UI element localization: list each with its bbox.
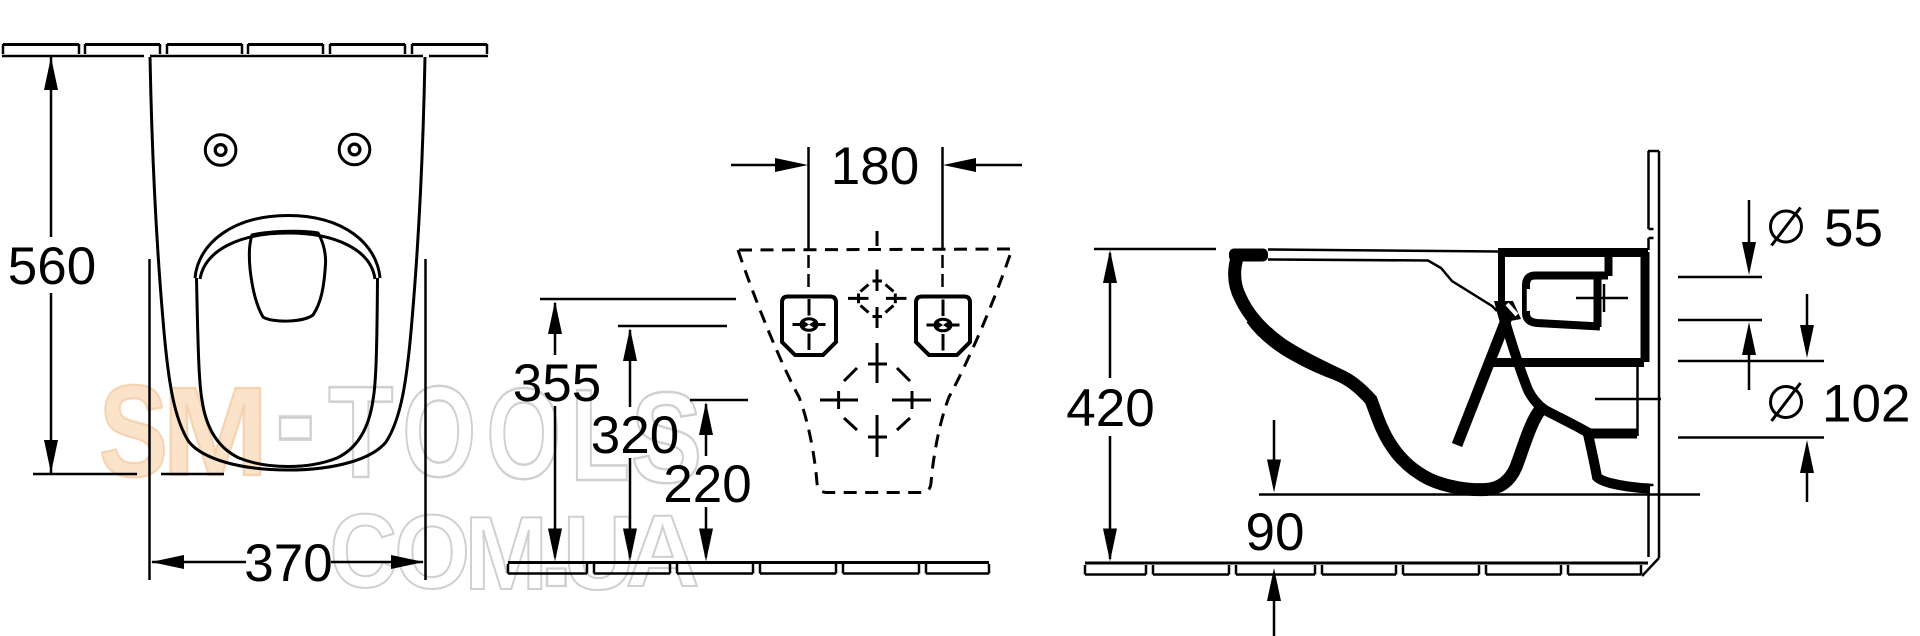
svg-text:.: . xyxy=(538,481,575,612)
svg-text:A: A xyxy=(626,493,700,608)
svg-text:O: O xyxy=(394,494,470,611)
svg-text:355: 355 xyxy=(513,354,601,413)
svg-text:O: O xyxy=(402,360,476,504)
svg-text:L: L xyxy=(570,363,629,508)
svg-text:102: 102 xyxy=(1822,375,1910,434)
svg-text:-: - xyxy=(275,310,315,516)
svg-text:T: T xyxy=(328,360,393,506)
svg-text:220: 220 xyxy=(663,455,751,514)
svg-text:180: 180 xyxy=(831,137,919,196)
svg-text:M: M xyxy=(162,361,268,502)
svg-text:M: M xyxy=(464,494,548,611)
svg-text:O: O xyxy=(486,362,561,506)
svg-text:420: 420 xyxy=(1066,379,1154,438)
svg-text:S: S xyxy=(631,367,702,511)
svg-text:U: U xyxy=(563,494,635,611)
svg-text:320: 320 xyxy=(591,406,679,465)
svg-text:560: 560 xyxy=(8,237,96,296)
svg-text:90: 90 xyxy=(1246,503,1305,562)
svg-text:55: 55 xyxy=(1824,199,1883,258)
svg-text:370: 370 xyxy=(244,534,332,593)
svg-text:C: C xyxy=(330,493,398,610)
svg-text:S: S xyxy=(99,357,168,503)
